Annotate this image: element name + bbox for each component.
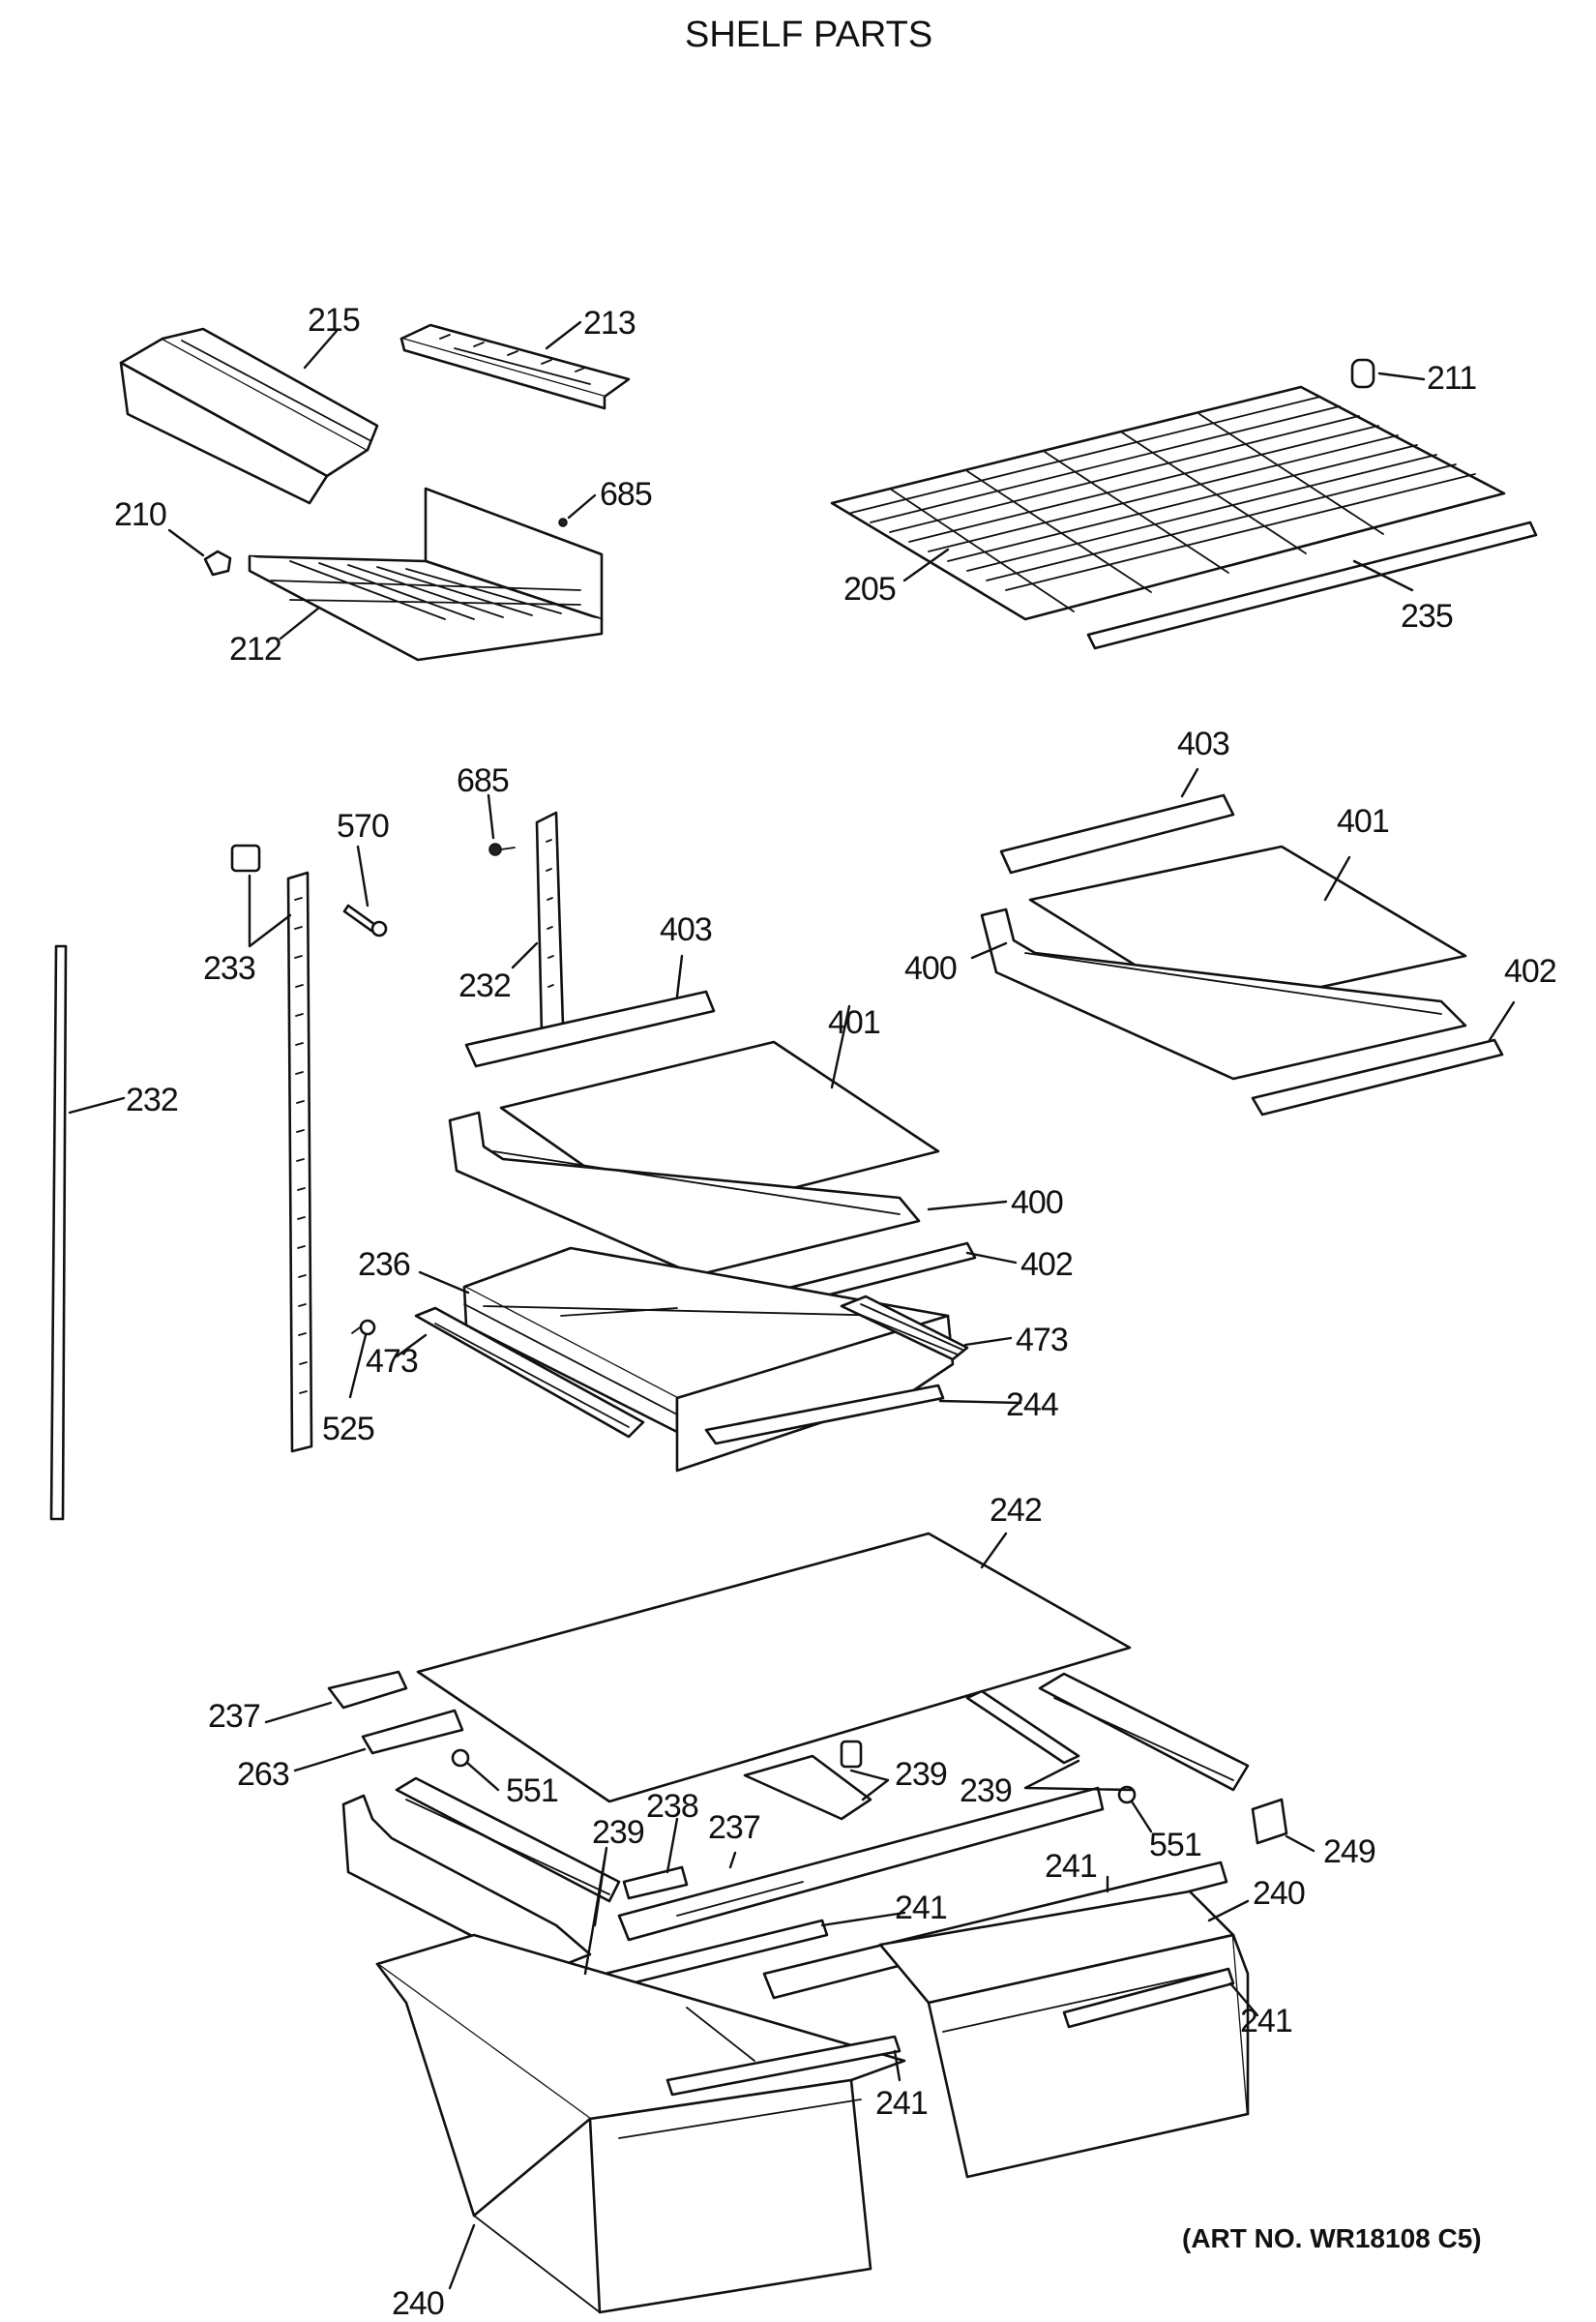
label-244: 244 [1006,1386,1058,1423]
trim-244 [704,1384,945,1445]
clip-233 [230,844,261,873]
label-210: 210 [114,496,166,533]
label-400-right: 400 [904,950,957,987]
label-237-left: 237 [208,1698,260,1735]
clip-239-center [743,1740,872,1821]
label-473-left: 473 [366,1343,418,1380]
door-bin-215 [119,327,379,505]
screw-210 [203,550,232,577]
screw-685-mid [488,843,516,856]
label-237-center: 237 [708,1809,760,1846]
label-239-left: 239 [592,1814,644,1851]
label-211: 211 [1427,360,1476,397]
label-241-center: 241 [895,1890,947,1926]
leader-lines [68,320,1516,2290]
label-235: 235 [1401,598,1453,635]
pan-240-right [878,1890,1250,2179]
label-239-right: 239 [960,1772,1012,1809]
shelf-trim-235 [1086,521,1538,650]
label-242: 242 [990,1492,1042,1529]
art-number: (ART NO. WR18108 C5) [1182,2223,1482,2253]
label-551-right: 551 [1149,1827,1201,1863]
label-241-lower: 241 [875,2085,928,2122]
trim-402-right [1251,1038,1504,1116]
part-labels: 215 213 211 210 685 212 205 235 685 570 … [114,302,1557,2322]
diagram-title: SHELF PARTS [685,15,932,55]
label-240-left: 240 [392,2285,444,2322]
frame-400-right [980,908,1467,1081]
label-205: 205 [843,571,896,608]
handle-241-right [1062,1967,1235,2029]
label-402-right: 402 [1504,953,1556,990]
clip-249 [1251,1798,1288,1845]
ice-tray-213 [399,323,631,410]
rail-232-left [49,944,68,1521]
label-685-mid: 685 [457,762,509,799]
rail-239-center [965,1689,1080,1765]
bracket-263 [361,1709,464,1755]
label-213: 213 [583,305,635,342]
label-239-center: 239 [895,1756,947,1793]
label-238 [622,1865,689,1900]
label-403-right: 403 [1177,726,1229,762]
frame-400-center [448,1111,921,1277]
pan-240-left [375,1933,906,2314]
support-frame-left [341,1776,621,1976]
label-240-right: 240 [1253,1875,1305,1912]
label-551-left: 551 [506,1772,558,1809]
label-241-right: 241 [1240,2003,1292,2039]
label-401-center: 401 [828,1004,880,1041]
cover-glass-242 [416,1532,1132,1803]
rail-232-center-left [286,871,313,1453]
handle-241-left [665,2035,901,2097]
screw-570 [342,904,388,938]
label-238: 238 [646,1788,698,1825]
label-401-right: 401 [1337,803,1389,840]
rail-473-right [840,1295,969,1361]
screw-551-left [451,1748,470,1768]
label-403-center: 403 [660,911,712,948]
label-236: 236 [358,1246,410,1283]
rail-right-long [1038,1672,1250,1792]
label-233: 233 [203,950,255,987]
trim-403-right [999,793,1235,875]
rail-473-left [414,1306,645,1439]
label-212: 212 [229,631,281,668]
screw-685-top [558,518,568,527]
label-241-top: 241 [1045,1848,1097,1885]
rail-237-center [617,1786,1105,1942]
label-215: 215 [308,302,360,339]
label-473-right: 473 [1016,1322,1068,1358]
label-232-left: 232 [126,1082,178,1118]
trim-403-center [464,990,716,1068]
label-685-top: 685 [600,476,652,513]
label-402-center: 402 [1020,1246,1073,1283]
rail-232-center [535,811,565,1035]
label-249: 249 [1323,1833,1375,1870]
wire-shelf-205 [830,358,1506,621]
label-232-center: 232 [458,968,511,1004]
label-263: 263 [237,1756,289,1793]
label-570: 570 [337,808,389,845]
grid-shelf-212 [248,487,604,662]
bracket-237-left [327,1670,408,1710]
label-400-center: 400 [1011,1184,1063,1221]
screw-525 [351,1319,376,1336]
label-525: 525 [322,1411,374,1447]
